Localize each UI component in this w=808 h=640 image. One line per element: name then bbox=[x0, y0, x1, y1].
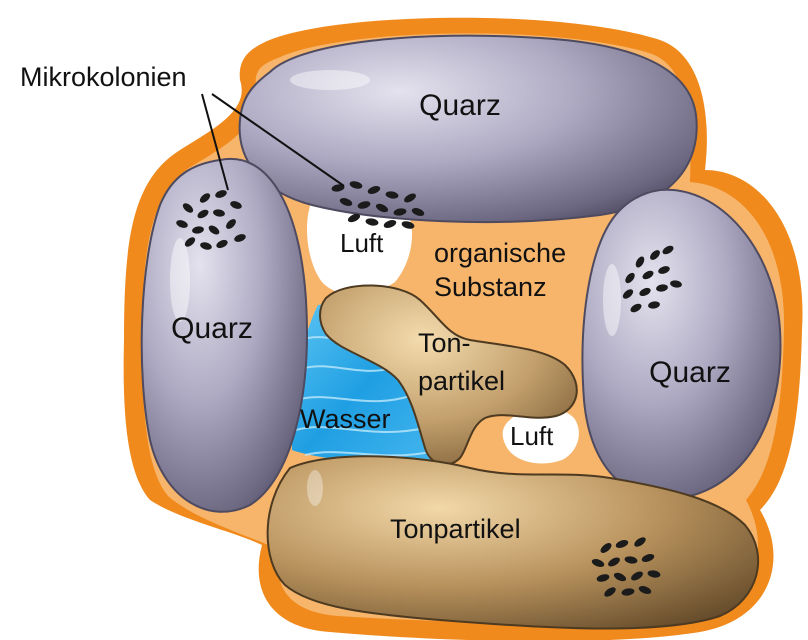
label-wasser: Wasser bbox=[300, 404, 391, 434]
clay-bottom-highlight bbox=[307, 470, 323, 506]
quartz-top-highlight bbox=[290, 70, 370, 90]
label-luft-small: Luft bbox=[510, 421, 554, 451]
label-quarz-right: Quarz bbox=[649, 356, 731, 389]
label-quarz-top: Quarz bbox=[419, 89, 501, 122]
label-mikrokolonien: Mikrokolonien bbox=[20, 62, 187, 92]
quartz-left-highlight bbox=[170, 238, 190, 322]
label-ton: Ton- bbox=[418, 328, 471, 358]
label-organische: organische bbox=[434, 238, 566, 268]
label-partikel: partikel bbox=[418, 366, 505, 396]
quartz-top bbox=[240, 36, 697, 222]
label-luft-top: Luft bbox=[340, 228, 384, 258]
label-substanz: Substanz bbox=[434, 272, 547, 302]
label-quarz-left: Quarz bbox=[171, 312, 253, 345]
quartz-right-highlight bbox=[603, 264, 621, 336]
label-tonpartikel: Tonpartikel bbox=[390, 514, 521, 544]
